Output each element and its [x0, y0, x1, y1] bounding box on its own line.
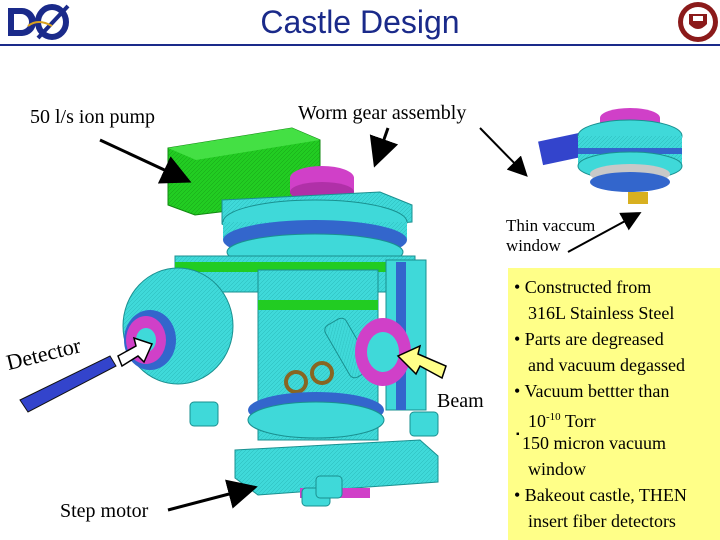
info-torr-base: 10	[528, 411, 546, 431]
info-line: • Bakeout castle, THEN	[514, 485, 687, 505]
info-line: 150 micron vacuum	[522, 433, 666, 453]
info-line: window	[528, 459, 586, 479]
info-line: and vacuum degassed	[528, 355, 685, 375]
step-motor-arrow	[167, 479, 258, 512]
beam-arrow	[396, 344, 447, 380]
info-torr-unit: Torr	[560, 411, 596, 431]
dzero-logo	[3, 3, 75, 41]
ion-pump-arrow	[99, 138, 192, 184]
beam-label: Beam	[437, 390, 484, 412]
thin-window-label-line1: Thin vaccum	[506, 216, 596, 235]
info-line: 316L Stainless Steel	[528, 303, 675, 323]
detector-arrow	[117, 336, 154, 368]
thin-window-label-line2: window	[506, 236, 561, 255]
ion-pump-label: 50 l/s ion pump	[30, 106, 156, 128]
info-torr-exponent: -10	[546, 411, 561, 423]
worm-gear-inset-arrow	[479, 127, 528, 177]
info-line: • Constructed from	[514, 277, 652, 297]
step-motor-label: Step motor	[60, 500, 149, 522]
ion-pump	[167, 127, 321, 216]
worm-gear-inset	[538, 108, 683, 204]
university-seal	[678, 2, 718, 42]
worm-gear-label: Worm gear assembly	[298, 102, 467, 124]
page-title: Castle Design	[260, 4, 460, 40]
info-line: • Parts are degreased	[514, 329, 664, 349]
info-dot: ▪	[516, 429, 520, 440]
detector-bar	[19, 355, 117, 413]
header-rule	[0, 44, 720, 46]
info-line: • Vacuum bettter than	[514, 381, 670, 401]
info-line: 10-10 Torr	[528, 404, 596, 434]
thin-window-arrow	[567, 212, 642, 253]
info-box: • Constructed from 316L Stainless Steel …	[508, 268, 720, 540]
worm-gear-arrow	[369, 127, 399, 168]
info-line: insert fiber detectors	[528, 511, 676, 531]
thin-window-label: Thin vaccum window	[506, 216, 595, 256]
